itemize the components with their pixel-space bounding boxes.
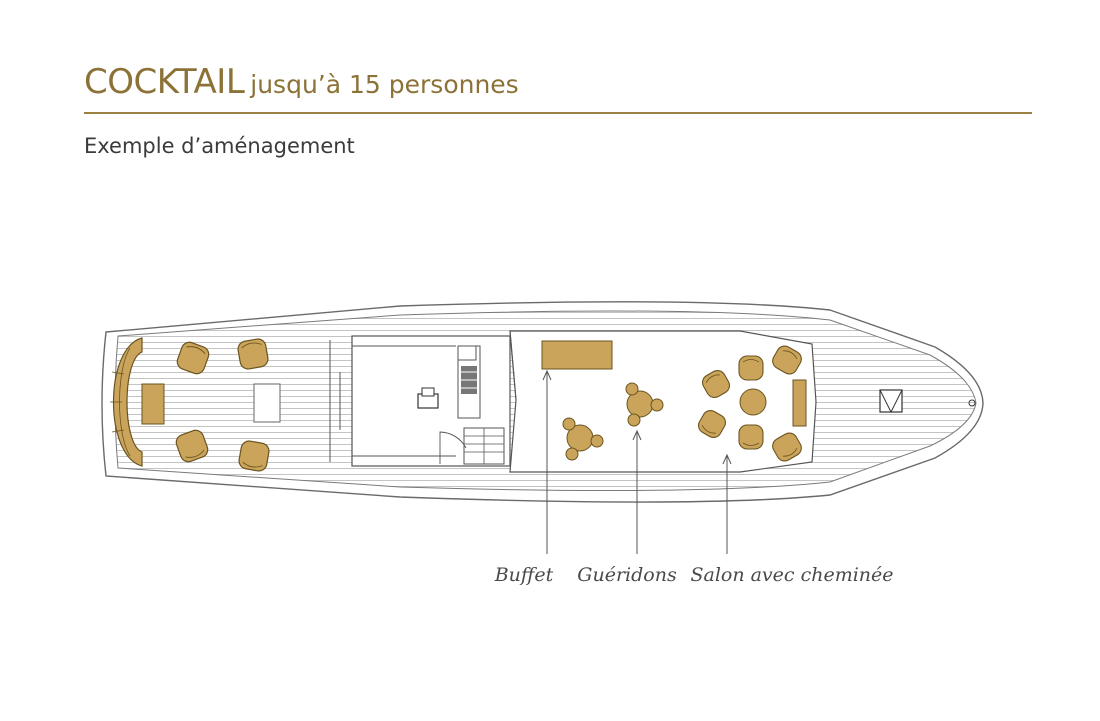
page-subtitle: Exemple d’aménagement [84,134,355,158]
aft-armchair [238,440,270,472]
leader-salon [722,453,732,554]
leader-gueridons [632,429,642,554]
gueridon-table [562,417,604,461]
salon-armchair [701,369,731,399]
salon-armchair [772,345,802,375]
title-divider [84,112,1032,114]
salon-armchair [772,432,802,462]
salon-armchair [697,409,727,439]
label-buffet: Buffet [494,564,554,586]
bow-hatch [879,389,976,413]
aft-armchair [175,429,209,463]
title-capacity: jusqu’à 15 personnes [250,70,519,99]
salon-armchair [738,424,764,450]
aft-armchair [237,338,269,370]
aft-table [141,383,165,425]
fireplace [792,379,807,427]
gueridon-table [625,382,664,427]
label-salon: Salon avec cheminée [690,564,893,586]
buffet-table [541,340,613,370]
leader-buffet [542,369,552,554]
aft-armchair [176,341,210,375]
label-gueridons: Guéridons [577,564,677,586]
aft-table-white [253,383,281,423]
title-main: COCKTAIL [84,62,245,102]
salon-coffee-table [739,388,767,416]
aft-sofa [112,337,143,467]
salon-armchair [738,355,764,381]
wheelhouse [329,335,511,467]
